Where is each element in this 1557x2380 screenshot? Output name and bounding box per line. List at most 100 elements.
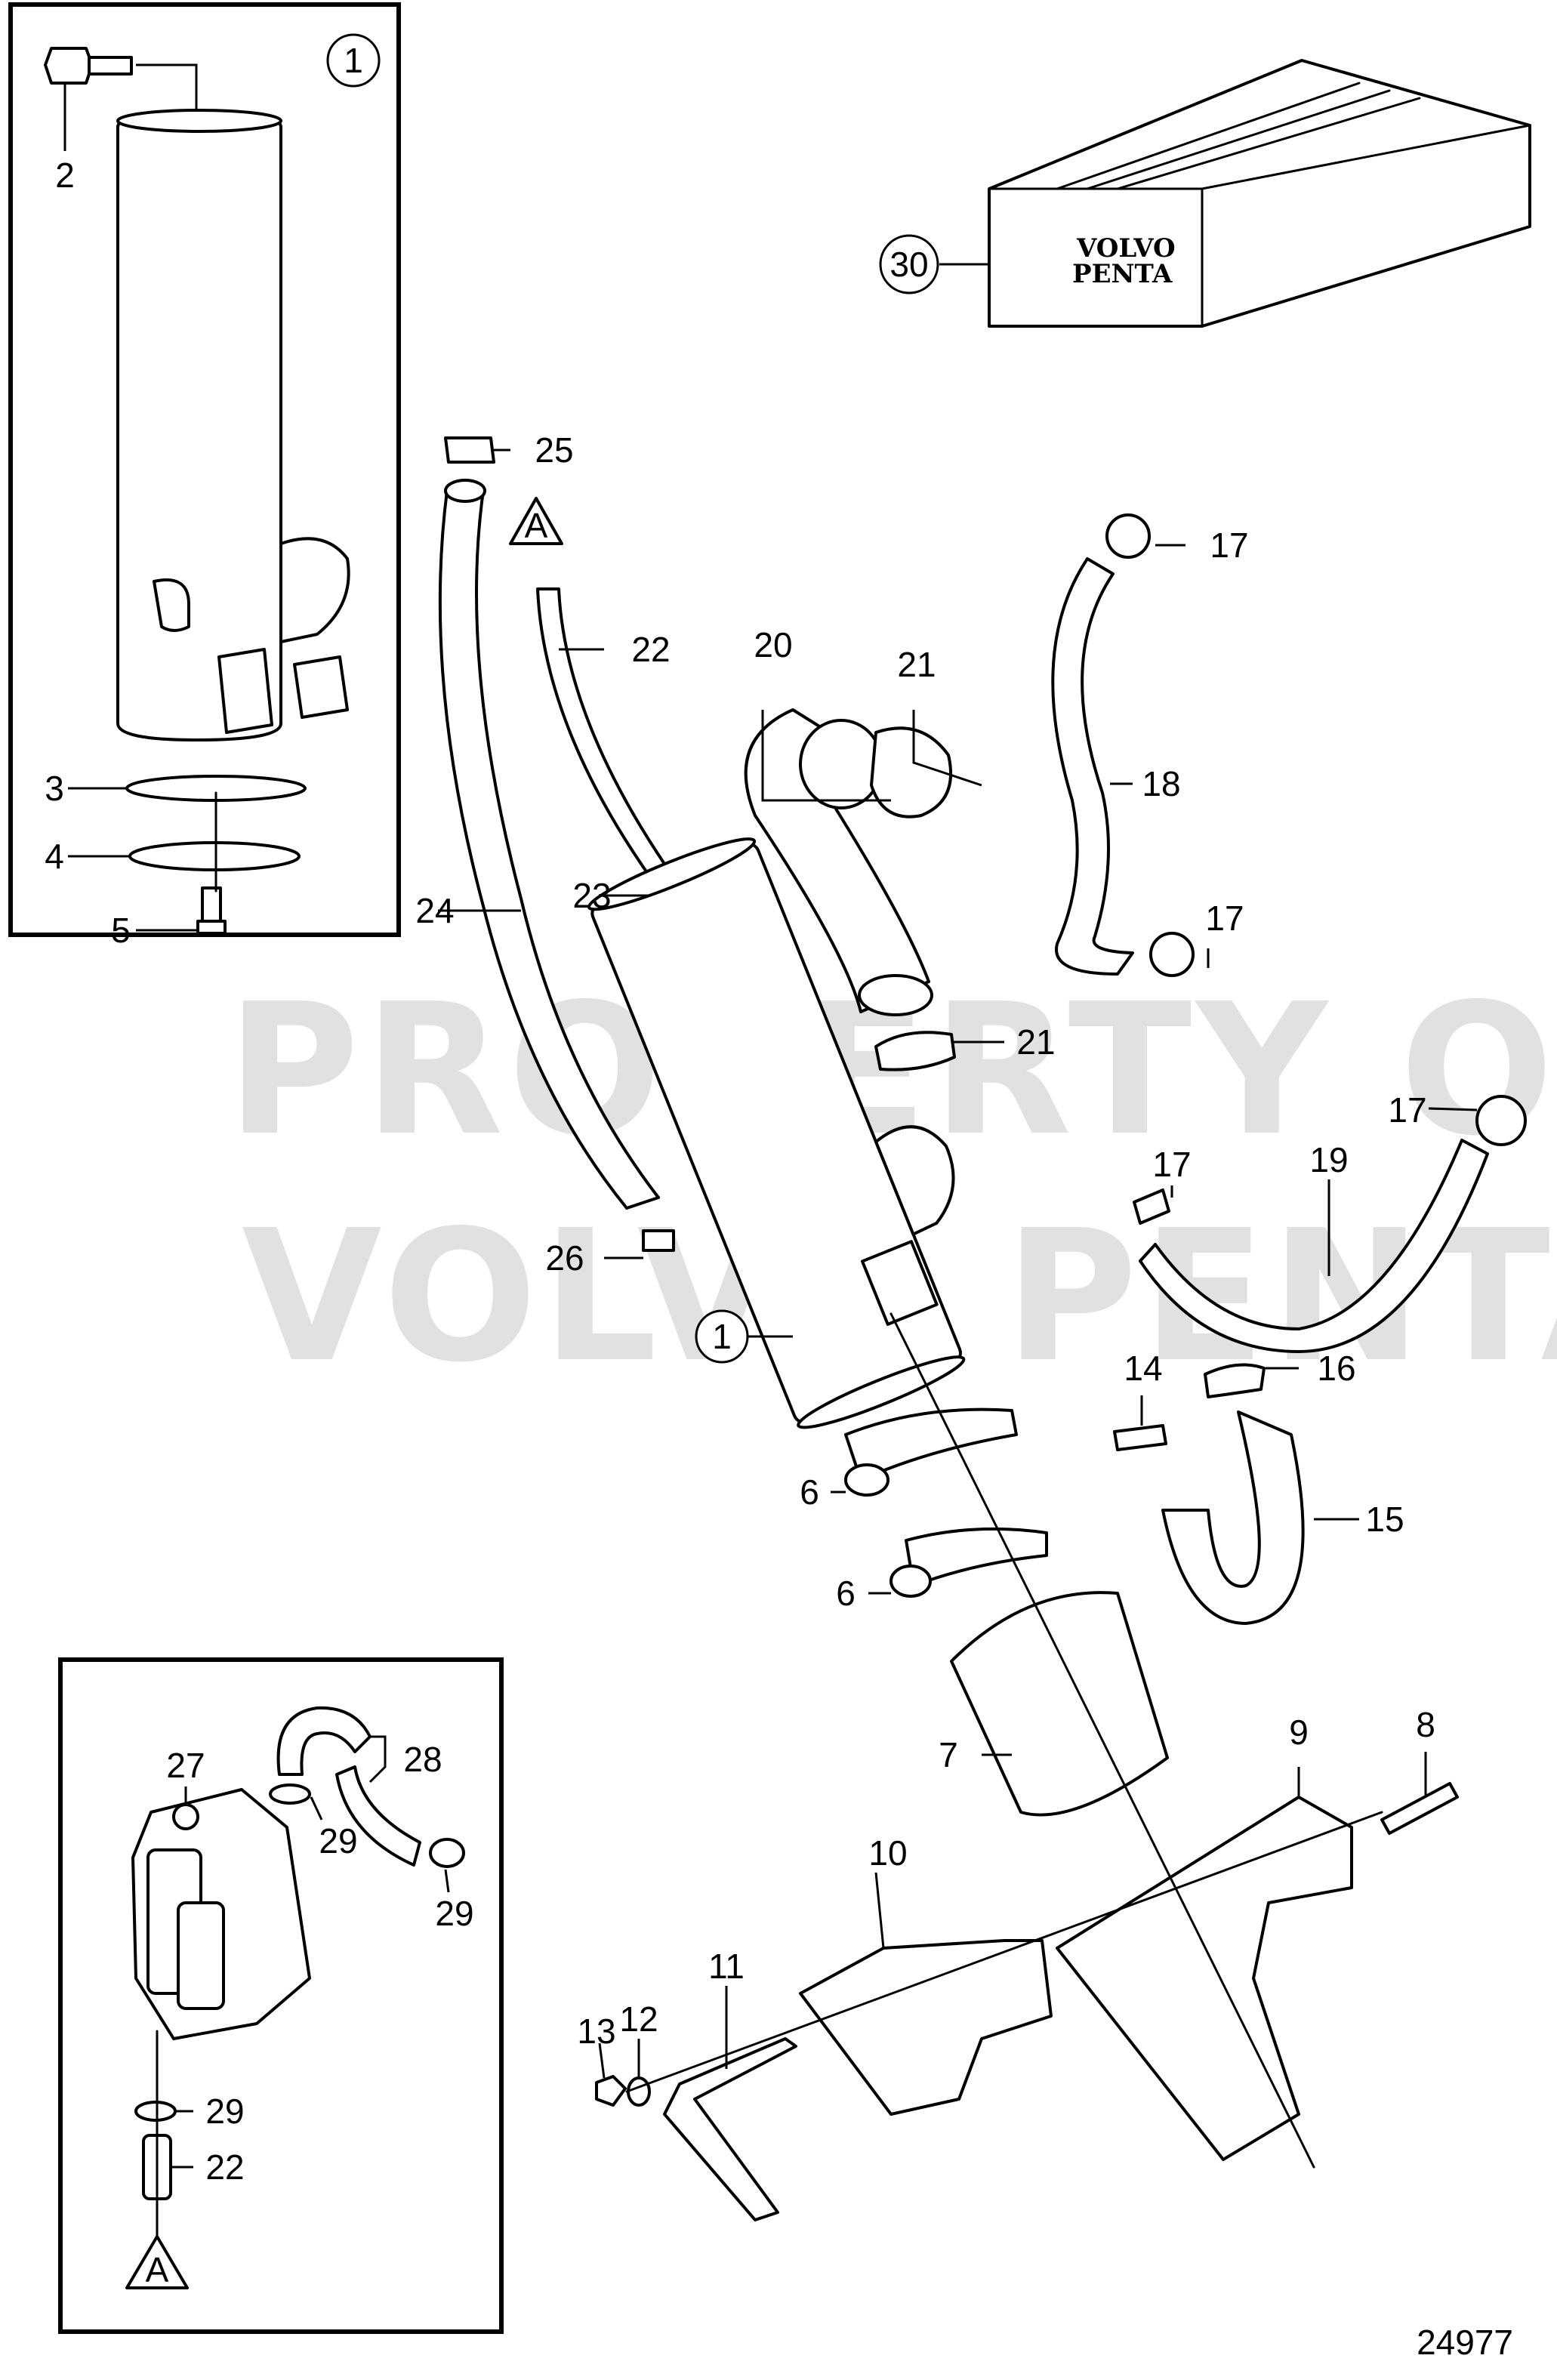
hose-part-24 — [438, 489, 660, 1210]
canister-main-top — [587, 837, 757, 911]
callout-29-a: 29 — [319, 1821, 357, 1861]
callout-17-c: 17 — [1388, 1090, 1426, 1130]
drawing-number: 24977 — [1417, 2323, 1513, 2362]
sleeve-part-7 — [950, 1591, 1169, 1817]
clamp-part-17-c — [1475, 1095, 1527, 1146]
callout-6-a: 6 — [800, 1472, 819, 1512]
clamp-part-17-b — [1149, 932, 1195, 977]
hose-part-18 — [1051, 557, 1134, 976]
canister-main-outlet — [874, 1125, 955, 1236]
callout-25: 25 — [535, 430, 573, 470]
pump-bolt-hole — [172, 1803, 199, 1830]
callout-6-b: 6 — [836, 1574, 856, 1613]
clamp-part-29-a — [269, 1783, 311, 1805]
canister-top-rim — [116, 109, 282, 133]
rod-part-11 — [663, 2037, 797, 2221]
kit-box-part-30: VOLVO PENTA 30 — [879, 59, 1531, 328]
reference-a-main: A — [525, 506, 548, 545]
canister-axis — [889, 1312, 1315, 2169]
reference-a-inset: A — [146, 2250, 169, 2289]
clamp-part-16 — [1204, 1363, 1266, 1398]
filter-canister-inset — [116, 112, 282, 741]
hose-part-19 — [1139, 1139, 1489, 1353]
callout-18: 18 — [1142, 764, 1180, 803]
box-brand-volvo: VOLVO — [1076, 233, 1176, 264]
clamp-part-21-upper — [870, 726, 952, 819]
callout-12: 12 — [619, 1999, 658, 2039]
callout-9: 9 — [1289, 1713, 1309, 1752]
screw-part-5 — [201, 886, 222, 926]
canister-main-bottom-outlet — [861, 1240, 939, 1326]
callout-15: 15 — [1365, 1500, 1404, 1539]
box-brand-penta: PENTA — [1072, 259, 1173, 289]
pump-cylinder — [177, 1901, 225, 2010]
callout-14: 14 — [1124, 1349, 1162, 1388]
mounting-axis — [625, 1811, 1383, 2093]
callout-22-inset: 22 — [205, 2147, 244, 2187]
bolt-part-2-shank — [88, 56, 133, 76]
callout-11: 11 — [708, 1947, 745, 1986]
plate-part-4 — [128, 841, 301, 871]
callout-4: 4 — [45, 837, 64, 876]
plate-part-10 — [799, 1939, 1053, 2116]
callout-21-a: 21 — [897, 645, 936, 684]
callout-17-b: 17 — [1205, 899, 1244, 938]
fitting-part-14 — [1113, 1424, 1167, 1451]
bolt-part-2 — [44, 47, 94, 85]
callout-27: 27 — [166, 1746, 205, 1785]
callout-23: 23 — [572, 876, 611, 915]
callout-1-main: 1 — [712, 1317, 732, 1356]
callout-16: 16 — [1317, 1349, 1355, 1388]
clamp-part-29-b — [429, 1838, 465, 1868]
main-exploded-view: A 25 22 17 20 21 18 23 — [415, 430, 1527, 2221]
clamp-6-lower-screw — [889, 1565, 932, 1598]
stud-part-8 — [1380, 1782, 1459, 1835]
inset-frame-bottom — [58, 1657, 504, 2334]
box-tape — [1056, 82, 1421, 190]
inset-pump-detail: A 27 28 29 29 29 22 — [58, 1657, 504, 2334]
clamp-part-17-d — [1133, 1188, 1170, 1225]
u-hose-part-15 — [1161, 1410, 1305, 1625]
callout-5: 5 — [111, 911, 131, 950]
clamp-part-29-c — [134, 2101, 177, 2122]
reference-triangle-inset — [125, 2235, 189, 2289]
bracket-part-9 — [1056, 1796, 1353, 2161]
filter-canister-main — [587, 837, 966, 1429]
clamp-6-upper-screw — [844, 1463, 889, 1497]
callout-17-d: 17 — [1152, 1145, 1191, 1184]
canister-side-outlet — [279, 537, 350, 643]
inset-filter-detail: 1 2 3 4 5 — [8, 2, 401, 950]
callout-30: 30 — [889, 245, 928, 284]
clamp-part-6-upper — [844, 1407, 1018, 1481]
box-outline — [988, 59, 1531, 328]
washer-part-12 — [627, 2076, 651, 2107]
callout-circle-1-main — [695, 1309, 749, 1364]
nut-part-13 — [595, 2075, 627, 2107]
canister-window — [153, 578, 190, 632]
hose-part-28-upper — [276, 1706, 372, 1776]
callout-20: 20 — [754, 625, 792, 664]
callout-28: 28 — [403, 1740, 442, 1779]
callout-19: 19 — [1309, 1140, 1348, 1179]
callout-13: 13 — [577, 2012, 615, 2051]
clamp-part-25 — [444, 436, 495, 464]
clamp-part-21-lower — [874, 1031, 956, 1071]
callout-10: 10 — [868, 1833, 907, 1873]
screw-part-5-head — [196, 920, 227, 935]
hose-24-end — [444, 479, 486, 503]
fitting-part-26 — [642, 1229, 675, 1252]
elbow-hose-20-end — [858, 974, 933, 1016]
callout-17-a: 17 — [1210, 526, 1248, 565]
callout-circle-1-inset — [326, 33, 381, 88]
canister-bottom-outlet — [217, 648, 273, 734]
callout-26: 26 — [545, 1238, 584, 1278]
callout-7: 7 — [939, 1735, 958, 1774]
callout-3: 3 — [45, 769, 64, 808]
hose-part-28-lower — [335, 1765, 421, 1867]
callout-circle-30 — [879, 234, 939, 294]
callout-1-inset: 1 — [344, 41, 363, 80]
callout-24: 24 — [415, 891, 454, 930]
clamp-part-17-a — [1105, 513, 1151, 559]
callout-29-c: 29 — [205, 2092, 244, 2131]
